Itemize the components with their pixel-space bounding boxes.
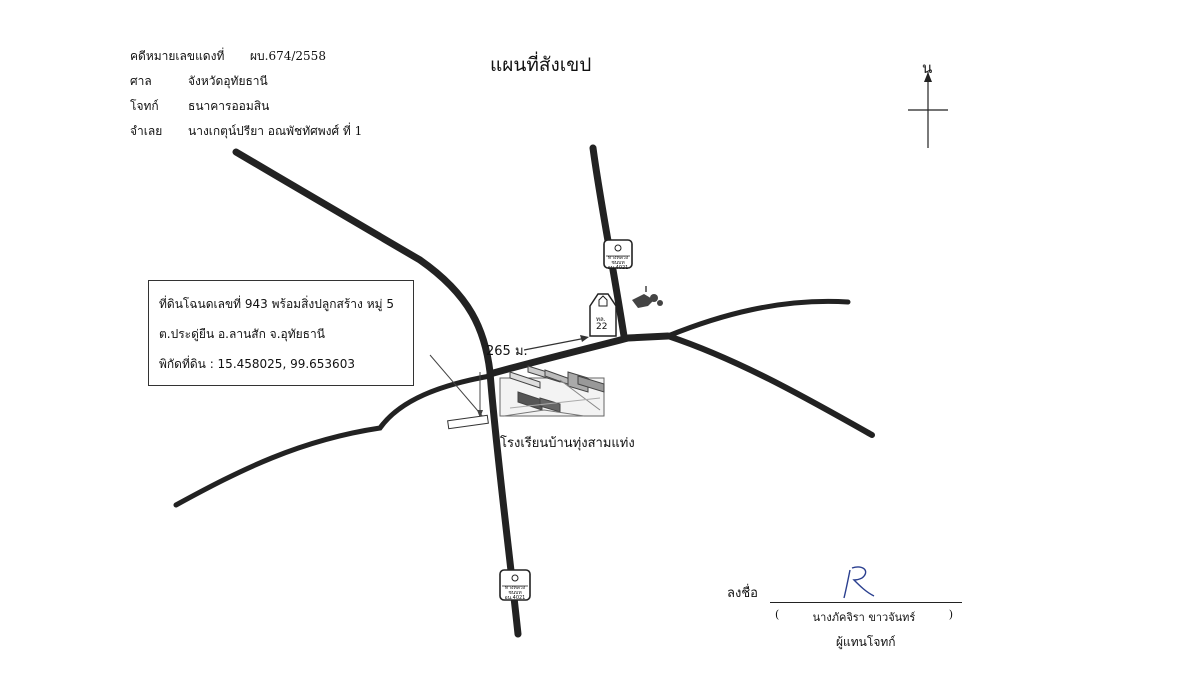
plaintiff-label: โจทก์: [130, 99, 159, 113]
landmark-tree-icon: [632, 286, 663, 308]
signature-line: [770, 602, 962, 603]
distance-label: 265 ม.: [486, 344, 528, 359]
north-arrow-icon: [908, 72, 948, 148]
school-label: โรงเรียนบ้านทุ่งสามแท่ง: [500, 436, 635, 451]
property-info-box: ที่ดินโฉนดเลขที่ 943 พร้อมสิ่งปลูกสร้าง …: [148, 280, 414, 386]
pointer-line: [429, 354, 485, 419]
court-label: ศาล: [130, 74, 152, 88]
north-label: น: [922, 59, 933, 77]
case-number-label: คดีหมายเลขแดงที่: [130, 49, 225, 63]
case-number-value: ผบ.674/2558: [250, 49, 326, 63]
case-number-row: คดีหมายเลขแดงที่ ผบ.674/2558: [130, 44, 362, 69]
signer-name-row: ( นางภัคจิรา ขาวจันทร์ ): [775, 608, 953, 626]
distance-arrow-head: [580, 335, 589, 342]
signer-role: ผู้แทนโจทก์: [836, 635, 896, 649]
highway-sign-number: 22: [596, 322, 608, 332]
plaintiff-value: ธนาคารออมสิน: [188, 99, 270, 113]
rural-road-sign-bottom-text: ทางหลวงชนบท อน.4021: [504, 585, 526, 601]
property-plot: [447, 414, 489, 430]
rural-road-sign-bottom: [499, 569, 531, 601]
defendant-value: นางเกตุน์ปรียา อณพัชทัศพงศ์ ที่ 1: [188, 124, 363, 138]
highway-sign: [589, 293, 617, 337]
court-value: จังหวัดอุทัยธานี: [188, 74, 268, 88]
rural-road-sign-top-text: ทางหลวงชนบท อน.4021: [607, 255, 629, 271]
plaintiff-row: โจทก์ ธนาคารออมสิน: [130, 94, 362, 119]
open-paren: (: [775, 608, 780, 621]
sign-label: ลงชื่อ: [727, 586, 758, 601]
road-southeast: [665, 333, 875, 438]
school-buildings-icon: [499, 365, 605, 417]
property-location-line: ต.ประดู่ยืน อ.ลานสัก จ.อุทัยธานี: [159, 327, 325, 341]
page-title: แผนที่สังเขป: [490, 54, 592, 76]
defendant-label: จำเลย: [130, 124, 163, 138]
distance-arrow-line: [523, 337, 587, 351]
property-coordinates-line: พิกัดที่ดิน : 15.458025, 99.653603: [159, 357, 355, 371]
road-northeast: [665, 298, 851, 339]
defendant-row: จำเลย นางเกตุน์ปรียา อณพัชทัศพงศ์ ที่ 1: [130, 119, 362, 144]
close-paren: ): [948, 608, 953, 621]
highway-sign-name: ทล.: [596, 316, 606, 323]
case-info: คดีหมายเลขแดงที่ ผบ.674/2558 ศาล จังหวัดอุ…: [130, 44, 362, 144]
road-north: [589, 144, 628, 340]
court-row: ศาล จังหวัดอุทัยธานี: [130, 69, 362, 94]
pointer-arrow-head: [477, 410, 483, 418]
signer-name: นางภัคจิรา ขาวจันทร์: [812, 611, 916, 624]
signature-mark: [843, 566, 875, 599]
road-northwest: [232, 148, 494, 376]
road-west: [173, 373, 493, 508]
property-deed-line: ที่ดินโฉนดเลขที่ 943 พร้อมสิ่งปลูกสร้าง …: [159, 297, 394, 311]
rural-road-sign-top: [603, 239, 633, 269]
